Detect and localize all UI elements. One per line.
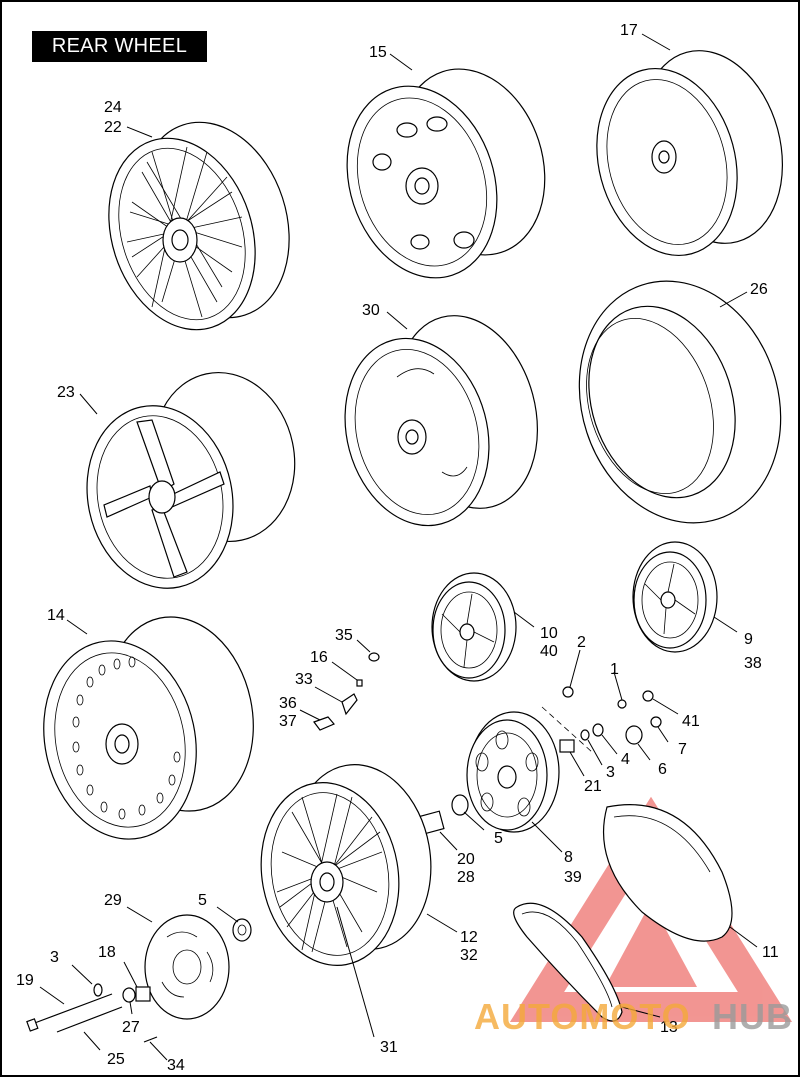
callout-21: 21: [584, 778, 602, 795]
callout-32: 32: [460, 947, 478, 964]
callout-10: 10: [540, 625, 558, 642]
callout-16: 16: [310, 649, 328, 666]
callout-17: 17: [620, 22, 638, 39]
brake-rotor-29: [144, 914, 230, 1020]
callout-24: 24: [104, 99, 122, 116]
leader-lines: [39, 33, 758, 1061]
callout-4: 4: [621, 751, 630, 768]
pulley-10: [431, 572, 517, 682]
callout-31: 31: [380, 1039, 398, 1056]
valve-parts: [313, 652, 380, 731]
callout-7: 7: [678, 741, 687, 758]
callout-25: 25: [107, 1051, 125, 1068]
callout-14: 14: [47, 607, 65, 624]
pulley-8: [466, 711, 560, 833]
callout-28: 28: [457, 869, 475, 886]
wheel-disc-17: [596, 50, 784, 257]
callout-9: 9: [744, 631, 753, 648]
callout-26: 26: [750, 281, 768, 298]
callout-20: 20: [457, 851, 475, 868]
callout-12: 12: [460, 929, 478, 946]
watermark-text-part2: HUB: [712, 996, 793, 1037]
callout-3a: 3: [606, 764, 615, 781]
callout-41: 41: [682, 713, 700, 730]
callout-5a: 5: [494, 830, 503, 847]
callout-40: 40: [540, 643, 558, 660]
callout-1: 1: [610, 661, 619, 678]
callout-39: 39: [564, 869, 582, 886]
callout-35: 35: [335, 627, 353, 644]
callout-29: 29: [104, 892, 122, 909]
callout-labels: 24 22 15 17 26 30 23 10 40 9 38 14 35 16…: [16, 22, 779, 1074]
callout-27: 27: [122, 1019, 140, 1036]
callout-34: 34: [167, 1057, 185, 1074]
callout-38: 38: [744, 655, 762, 672]
callout-36: 36: [279, 695, 297, 712]
wheel-disc-15: [346, 68, 546, 279]
drive-belt-13: [513, 902, 623, 1022]
watermark-text: AUTOMOTO HUB: [474, 996, 793, 1037]
wheel-disc-14: [43, 616, 254, 840]
callout-11: 11: [762, 944, 779, 961]
bearing-5: [232, 918, 252, 942]
callout-23: 23: [57, 384, 75, 401]
wheel-disc-30: [344, 315, 539, 527]
callout-37: 37: [279, 713, 297, 730]
callout-18: 18: [98, 944, 116, 961]
tire-26: [578, 280, 782, 524]
wheel-cast-23: [86, 371, 296, 589]
axle-19: [26, 983, 158, 1043]
watermark-text-part1: AUTOMOTO: [474, 996, 691, 1037]
callout-15: 15: [369, 44, 387, 61]
callout-30: 30: [362, 302, 380, 319]
callout-22: 22: [104, 119, 122, 136]
pulley-9: [632, 541, 718, 653]
callout-8: 8: [564, 849, 573, 866]
wheel-spoked-24: [108, 121, 290, 331]
callout-19: 19: [16, 972, 34, 989]
callout-5b: 5: [198, 892, 207, 909]
diagram-title: REAR WHEEL: [32, 31, 207, 62]
callout-33: 33: [295, 671, 313, 688]
callout-13: 13: [660, 1019, 678, 1036]
callout-3b: 3: [50, 949, 59, 966]
belt-guard-11: [602, 804, 733, 942]
callout-2: 2: [577, 634, 586, 651]
callout-6: 6: [658, 761, 667, 778]
wheel-spoked-12: [260, 764, 432, 966]
